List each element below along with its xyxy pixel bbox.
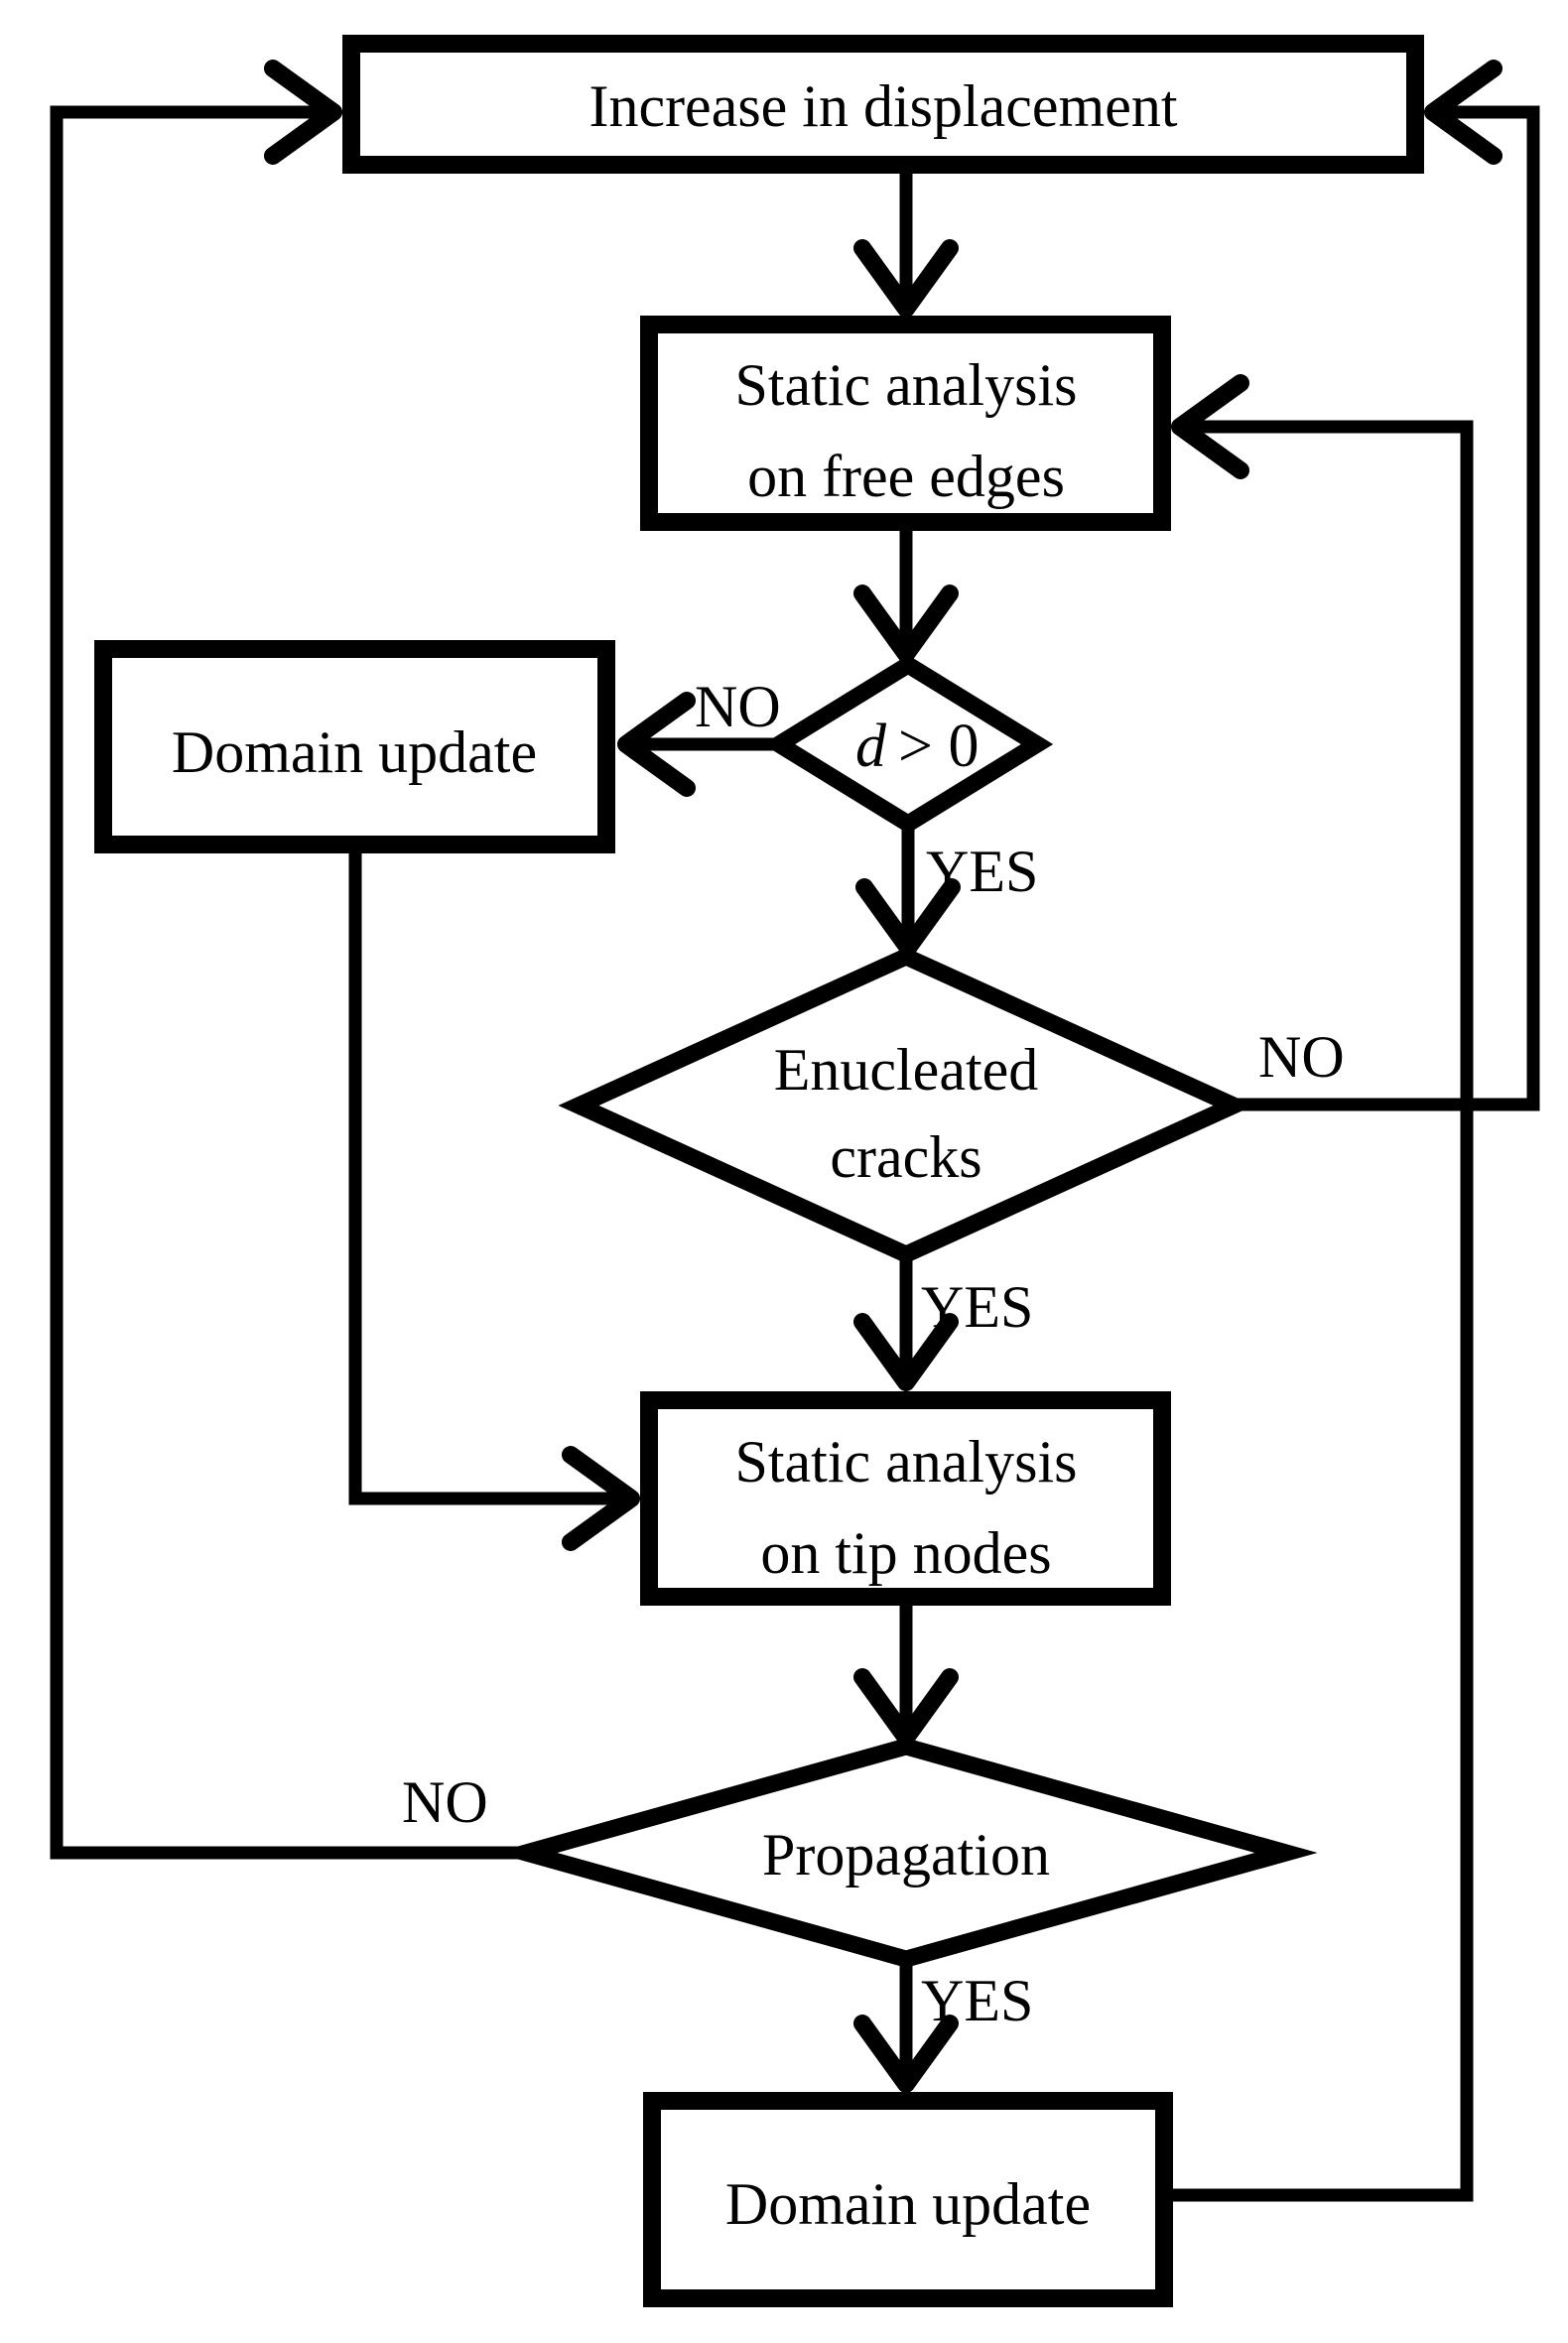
arrowhead-down-icon [853, 2015, 959, 2093]
process-box-static-tip-nodes [640, 1391, 1171, 1606]
label-d-no: NO [695, 674, 781, 739]
arrowhead-right-icon [562, 1446, 640, 1551]
arrow-domain-update-to-free-edges [1171, 420, 1474, 2202]
connector-lines [50, 60, 1540, 2202]
process-box-domain-update-bottom [643, 2092, 1173, 2307]
arrowhead-down-icon [855, 878, 961, 957]
arrow-enucleated-no-to-top [1231, 105, 1540, 1111]
arrowhead-left-icon [1171, 374, 1249, 479]
process-box-static-free-edges [640, 316, 1171, 531]
process-label-static-tip-nodes-line1: Static analysis [735, 1429, 1078, 1495]
decision-label-enucleated-line1: Enucleated [774, 1037, 1039, 1103]
label-enucleated-yes: YES [921, 1274, 1033, 1340]
decision-diamond-d-gt-0 [762, 655, 1054, 834]
decision-label-enucleated-line2: cracks [830, 1124, 981, 1190]
edge-labels: NO YES NO YES NO YES [402, 674, 1345, 2033]
label-propagation-no: NO [402, 1769, 488, 1835]
decision-diamond-enucleated-cracks [558, 947, 1254, 1264]
label-enucleated-no: NO [1258, 1024, 1345, 1090]
process-label-static-free-edges-line1: Static analysis [735, 352, 1078, 418]
label-propagation-yes: YES [921, 1968, 1033, 2033]
process-box-increase-displacement [342, 35, 1424, 174]
decision-label-propagation: Propagation [762, 1822, 1050, 1887]
arrow-domain-update-to-tip-nodes [348, 848, 632, 1505]
decision-label-d-variable: d [855, 713, 887, 780]
arrowhead-down-icon [853, 1668, 959, 1747]
arrow-propagation-no-to-top [50, 105, 529, 1860]
process-label-domain-update-bottom: Domain update [725, 2171, 1091, 2237]
arrowhead-down-icon [853, 585, 959, 663]
process-label-increase-displacement: Increase in displacement [588, 73, 1177, 139]
arrowhead-left-icon [1424, 60, 1503, 165]
process-label-static-tip-nodes-line2: on tip nodes [760, 1520, 1051, 1586]
process-label-domain-update-left: Domain update [172, 719, 537, 785]
decision-label-d-comparison: > 0 [898, 713, 979, 780]
label-d-yes: YES [926, 839, 1038, 904]
arrowhead-down-icon [853, 239, 959, 318]
arrowhead-down-icon [853, 1313, 959, 1391]
arrowhead-left-icon [617, 692, 696, 797]
arrowhead-right-icon [264, 60, 342, 165]
process-box-domain-update-left [94, 640, 615, 853]
process-nodes: Increase in displacement Static analysis… [94, 35, 1424, 2307]
decision-diamond-propagation [494, 1738, 1318, 1968]
process-label-static-free-edges-line2: on free edges [747, 444, 1065, 509]
